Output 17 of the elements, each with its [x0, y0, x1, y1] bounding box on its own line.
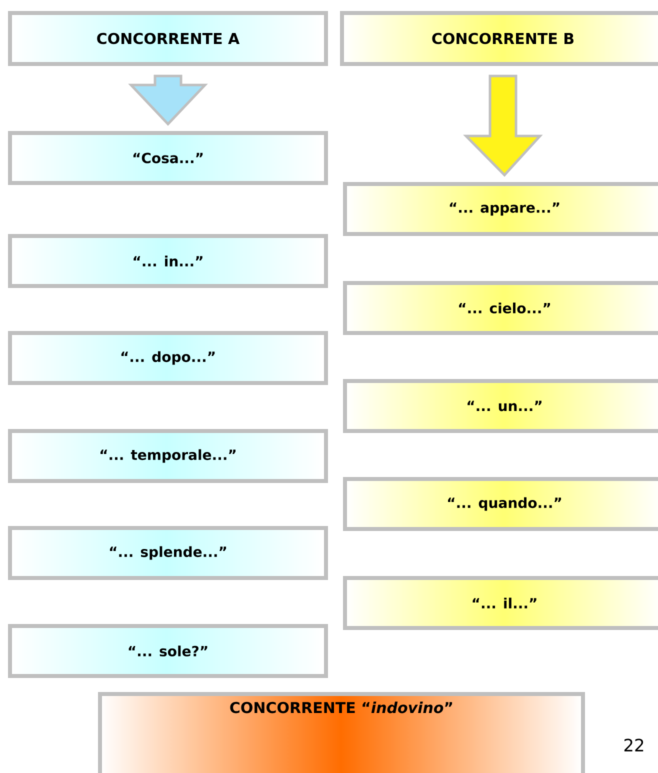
word-box: “... quando...”	[343, 477, 658, 531]
word-box: “... appare...”	[343, 182, 658, 236]
word-box: “... splende...”	[8, 526, 328, 580]
word-box: “... dopo...”	[8, 331, 328, 385]
page-number: 22	[624, 738, 644, 752]
block-arrow	[463, 74, 543, 177]
header-box: CONCORRENTE A	[8, 11, 328, 66]
block-arrow	[128, 74, 208, 126]
word-box: “... un...”	[343, 379, 658, 433]
word-box: “... cielo...”	[343, 281, 658, 335]
word-box: “Cosa...”	[8, 131, 328, 185]
result-box: CONCORRENTE “indovino”	[98, 692, 585, 773]
word-box: “... il...”	[343, 576, 658, 630]
word-box: “... temporale...”	[8, 429, 328, 483]
word-box: “... in...”	[8, 234, 328, 288]
header-box: CONCORRENTE B	[340, 11, 658, 66]
word-box: “... sole?”	[8, 624, 328, 678]
